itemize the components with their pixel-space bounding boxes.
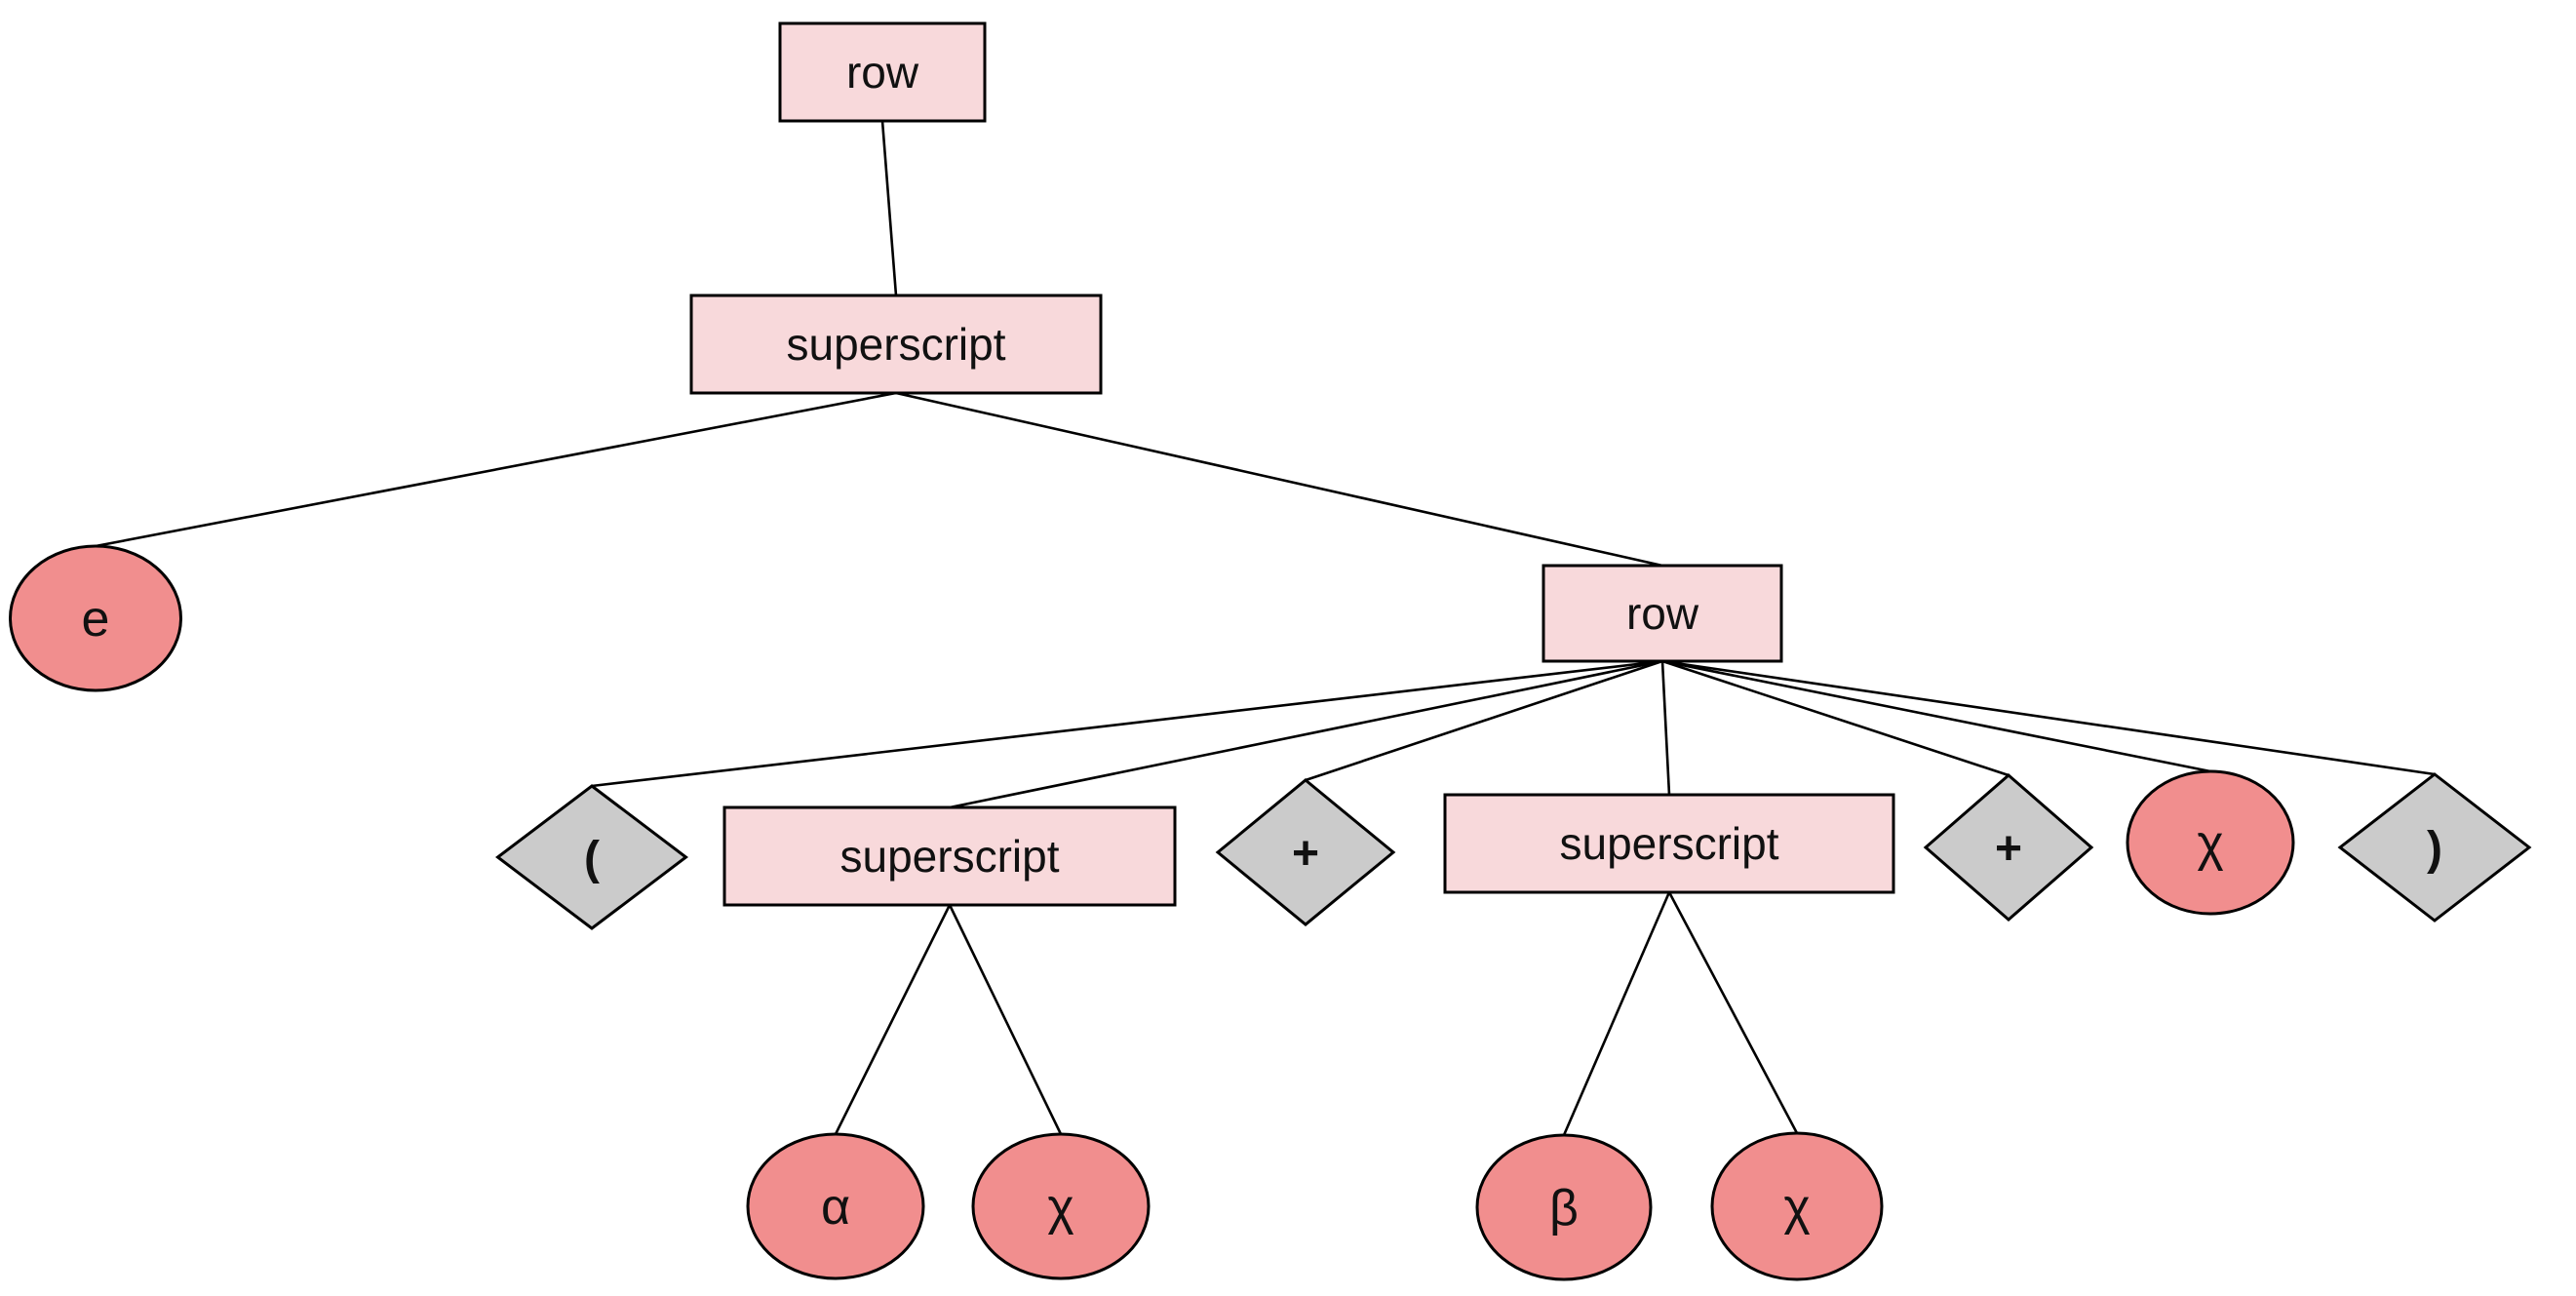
diamond-shape-rparen	[2337, 772, 2532, 923]
node-label-alpha: α	[821, 1179, 850, 1236]
tree-node-chi-1: χ	[971, 1132, 1151, 1280]
tree-edge-superscript-c-chi-2	[1667, 891, 1799, 1134]
tree-node-lparen: (	[495, 784, 688, 930]
tree-edge-superscript-a-e	[95, 391, 897, 548]
tree-edge-superscript-a-row-2	[895, 391, 1663, 568]
ellipse-shape-e	[9, 544, 182, 692]
tree-edge-row-2-plus-1	[1305, 659, 1663, 782]
ellipse-shape-chi-1	[971, 1132, 1151, 1280]
node-label-row-2: row	[1626, 588, 1699, 639]
node-label-plus-1: +	[1292, 828, 1319, 880]
diamond-shape-plus-2	[1923, 773, 2094, 922]
tree-node-beta: β	[1475, 1133, 1653, 1281]
node-label-chi-top: χ	[2197, 815, 2223, 872]
node-label-row-1: row	[846, 47, 919, 98]
tree-node-alpha: α	[746, 1132, 925, 1280]
node-label-superscript-c: superscript	[1560, 818, 1779, 869]
edges-layer	[95, 120, 2436, 1136]
tree-node-chi-2: χ	[1710, 1131, 1884, 1281]
tree-edge-superscript-b-chi-1	[948, 904, 1063, 1135]
node-label-superscript-b: superscript	[840, 831, 1060, 882]
tree-edge-superscript-c-beta	[1562, 891, 1671, 1136]
tree-node-plus-2: +	[1923, 773, 2094, 922]
node-label-lparen: (	[584, 833, 600, 884]
node-label-rparen: )	[2427, 823, 2442, 875]
tree-edge-superscript-b-alpha	[834, 904, 952, 1135]
node-label-plus-2: +	[1995, 823, 2022, 875]
tree-node-superscript-b: superscript	[722, 805, 1177, 907]
tree-edge-row-2-chi-top	[1661, 659, 2211, 773]
tree-edge-row-2-plus-2	[1661, 659, 2010, 777]
rect-shape-superscript-b	[722, 805, 1177, 907]
tree-node-row-1: row	[778, 21, 987, 123]
node-label-chi-2: χ	[1783, 1179, 1810, 1236]
tree-node-superscript-c: superscript	[1443, 793, 1895, 894]
diamond-shape-plus-1	[1215, 778, 1396, 926]
ellipse-shape-chi-top	[2126, 769, 2295, 916]
ellipse-shape-alpha	[746, 1132, 925, 1280]
rect-shape-row-2	[1542, 564, 1783, 663]
tree-node-row-2: row	[1542, 564, 1783, 663]
tree-node-plus-1: +	[1215, 778, 1396, 926]
node-label-chi-1: χ	[1047, 1179, 1073, 1236]
rect-shape-superscript-a	[689, 294, 1103, 395]
rect-shape-row-1	[778, 21, 987, 123]
rect-shape-superscript-c	[1443, 793, 1895, 894]
ellipse-shape-beta	[1475, 1133, 1653, 1281]
node-label-superscript-a: superscript	[787, 319, 1006, 370]
node-label-beta: β	[1549, 1180, 1579, 1237]
tree-edge-row-2-superscript-c	[1660, 660, 1671, 796]
tree-edge-row-2-superscript-b	[949, 659, 1663, 809]
tree-node-superscript-a: superscript	[689, 294, 1103, 395]
node-label-e: e	[82, 591, 110, 648]
tree-node-rparen: )	[2337, 772, 2532, 923]
tree-node-chi-top: χ	[2126, 769, 2295, 916]
nodes-layer: row superscript e row ( superscript + superscri…	[9, 21, 2532, 1281]
tree-edge-row-2-lparen	[591, 659, 1663, 788]
ellipse-shape-chi-2	[1710, 1131, 1884, 1281]
tree-node-e: e	[9, 544, 182, 692]
tree-edge-row-1-superscript-a	[880, 120, 898, 296]
tree-edge-row-2-rparen	[1661, 659, 2436, 776]
diamond-shape-lparen	[495, 784, 688, 930]
